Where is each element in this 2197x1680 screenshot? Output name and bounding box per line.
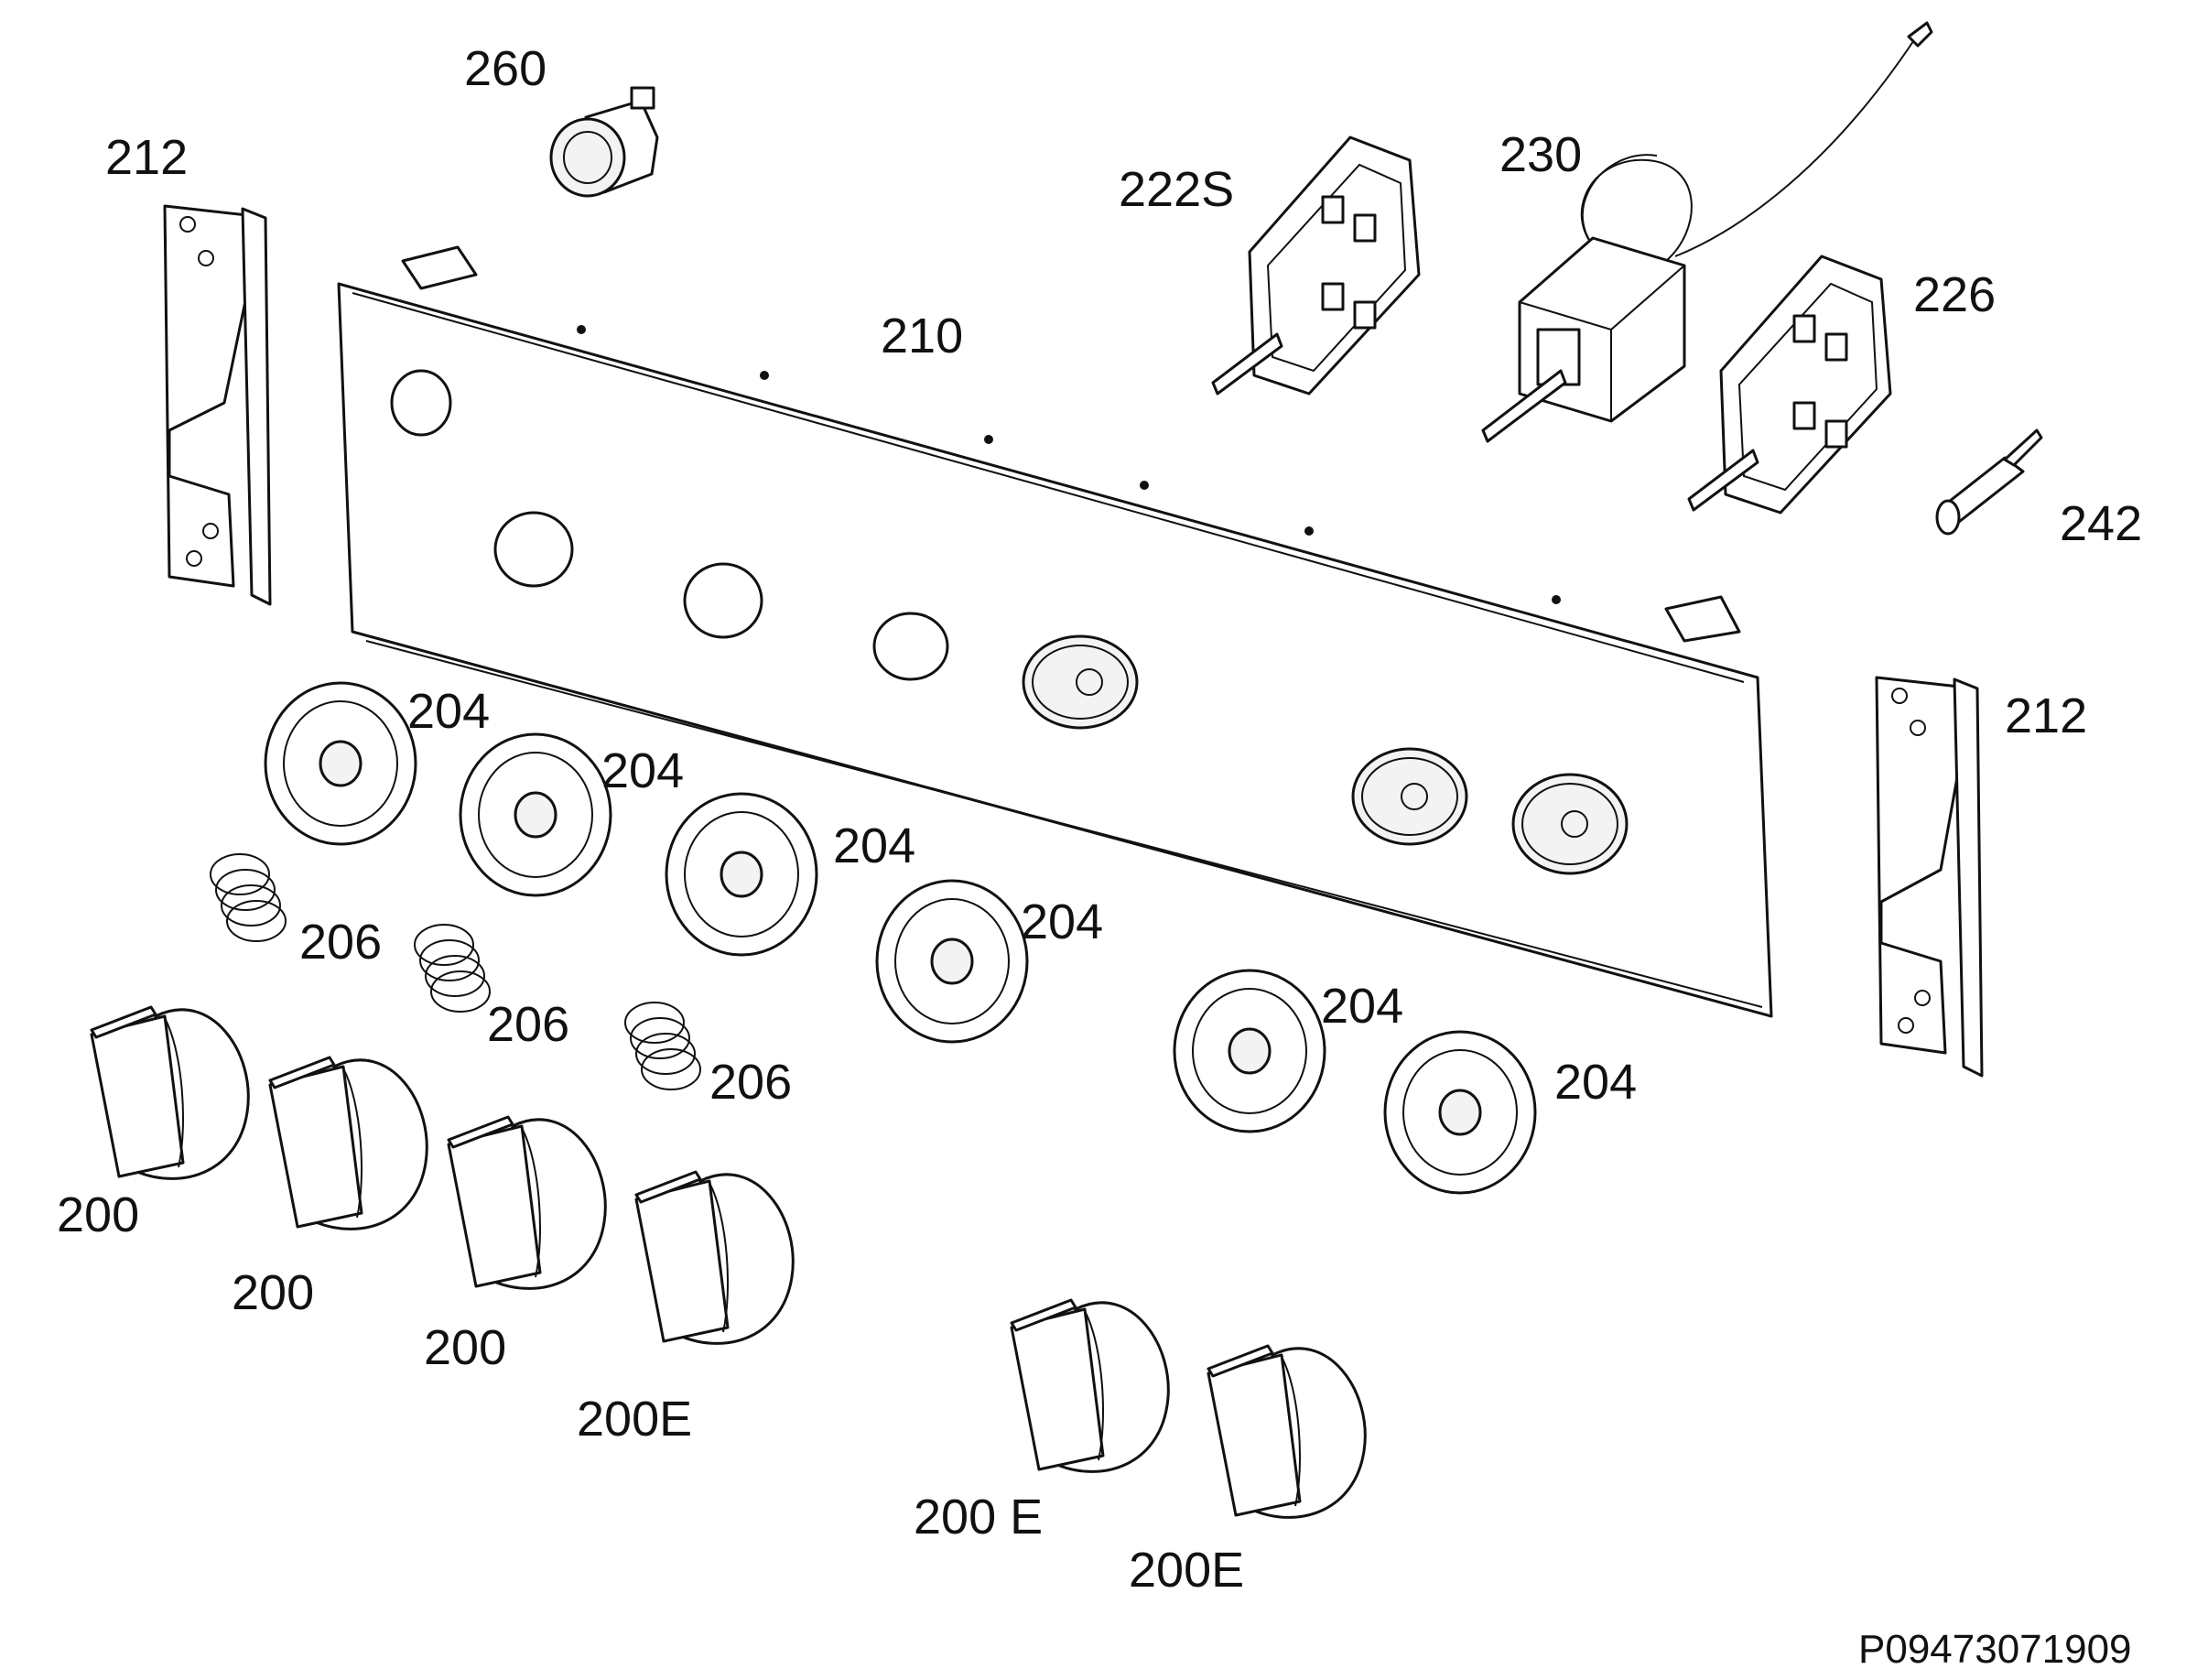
label-260: 260 [464, 41, 547, 96]
label-204-b: 204 [601, 743, 685, 798]
label-230: 230 [1499, 127, 1583, 182]
drawing-code: P09473071909 [1858, 1627, 2132, 1672]
bezel-204-d [875, 879, 1029, 1044]
part-204-bezels [264, 681, 1537, 1195]
bezel-204-e [1173, 969, 1326, 1133]
label-206-c: 206 [709, 1055, 793, 1110]
label-204-c: 204 [833, 818, 916, 873]
label-200-b: 200 [232, 1265, 315, 1320]
knob-200e-a [634, 1170, 795, 1345]
label-212-left: 212 [105, 130, 189, 185]
label-204-d: 204 [1021, 894, 1104, 949]
label-206-a: 206 [299, 915, 383, 970]
part-260-indicator-lamp [549, 86, 659, 198]
label-204-e: 204 [1321, 979, 1404, 1034]
knob-200-a [90, 1005, 250, 1180]
label-226: 226 [1913, 267, 1997, 322]
label-206-b: 206 [487, 997, 570, 1052]
knob-200-c [447, 1115, 607, 1290]
label-242: 242 [2060, 496, 2143, 551]
label-204-a: 204 [407, 684, 491, 739]
label-222s: 222S [1119, 162, 1235, 217]
spring-206-c [624, 1002, 701, 1090]
label-200e-a: 200E [577, 1392, 693, 1447]
knob-200e-b [1010, 1298, 1170, 1473]
label-212-right: 212 [2005, 688, 2088, 743]
bezel-204-c [665, 792, 818, 957]
bezel-204-b [459, 732, 612, 897]
bezel-204-a [264, 681, 417, 846]
bezel-204-f [1383, 1030, 1537, 1195]
part-212-left-bracket [163, 204, 272, 606]
part-222s-switch [1211, 135, 1421, 396]
part-200-knobs [90, 1005, 1367, 1519]
label-200e-b: 200 E [914, 1490, 1044, 1545]
label-200-a: 200 [57, 1187, 140, 1242]
label-204-f: 204 [1554, 1055, 1638, 1110]
part-206-springs [210, 853, 701, 1090]
knob-200-b [268, 1056, 428, 1230]
part-230-thermostat [1481, 21, 1933, 443]
part-242-component [1935, 428, 2043, 536]
spring-206-a [210, 853, 287, 942]
label-200e-c: 200E [1129, 1543, 1245, 1598]
label-210: 210 [881, 309, 964, 363]
part-212-right-bracket [1875, 676, 1984, 1078]
part-226-switch [1687, 255, 1892, 515]
label-200-c: 200 [424, 1320, 507, 1375]
knob-200e-c [1207, 1344, 1367, 1519]
spring-206-b [414, 924, 491, 1013]
part-210-control-panel [337, 245, 1773, 1018]
